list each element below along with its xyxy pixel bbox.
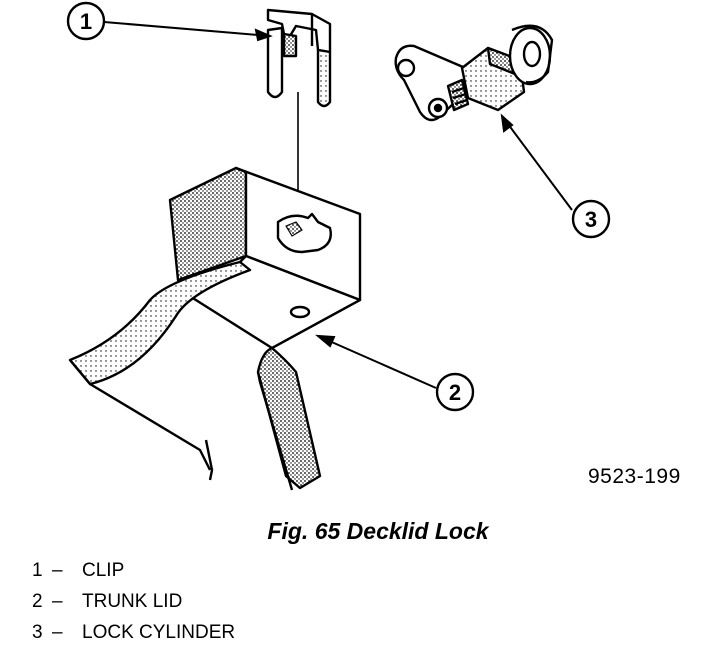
legend-item-lock-cylinder: 3 – LOCK CYLINDER	[32, 617, 235, 648]
legend-number: 1	[32, 560, 43, 581]
callout-3: 3	[571, 199, 611, 239]
callout-3-number: 3	[585, 207, 597, 232]
legend-label: CLIP	[82, 560, 125, 581]
legend-dash: –	[52, 591, 63, 612]
trunk-lid-drawing	[68, 166, 362, 491]
part-code: 9523-199	[588, 465, 681, 488]
legend-number: 2	[32, 591, 43, 612]
legend-label: TRUNK LID	[82, 591, 183, 612]
callout-1-number: 1	[80, 9, 92, 34]
legend-item-clip: 1 – CLIP	[32, 555, 235, 586]
callout-2-number: 2	[449, 380, 461, 405]
clip-drawing	[266, 8, 332, 108]
legend-label: LOCK CYLINDER	[82, 622, 236, 643]
figure-caption: Fig. 65 Decklid Lock	[0, 518, 704, 545]
decklid-lock-diagram: 1 3 2	[66, 1, 611, 491]
legend-item-trunk-lid: 2 – TRUNK LID	[32, 586, 235, 617]
callout-1: 1	[66, 1, 106, 41]
legend-dash: –	[52, 622, 63, 643]
callout-leaders	[103, 21, 573, 389]
legend-dash: –	[52, 560, 63, 581]
lock-cylinder-drawing	[394, 24, 554, 122]
legend-number: 3	[32, 622, 43, 643]
legend: 1 – CLIP 2 – TRUNK LID 3 – LOCK CYLINDER	[32, 555, 235, 648]
figure-caption-text: Fig. 65 Decklid Lock	[267, 518, 489, 544]
callout-2: 2	[435, 372, 475, 412]
